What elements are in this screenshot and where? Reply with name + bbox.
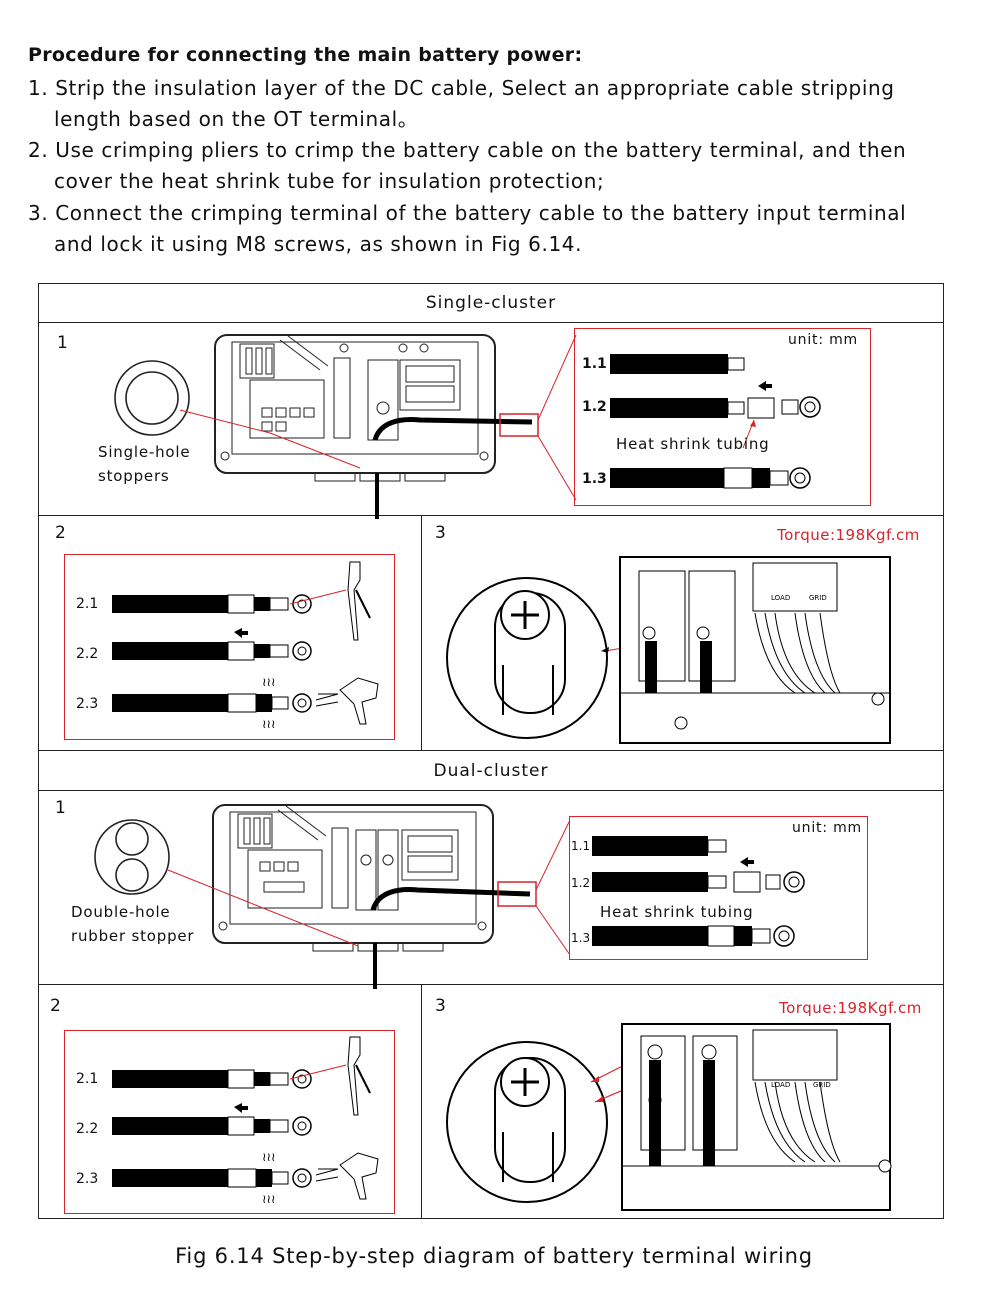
step-label: 2.3 bbox=[76, 696, 99, 712]
svg-text:LOAD: LOAD bbox=[771, 1081, 790, 1089]
step-3-line-2: and lock it using M8 screws, as shown in… bbox=[54, 232, 583, 256]
unit-label: unit: mm bbox=[792, 820, 862, 836]
svg-text:GRID: GRID bbox=[813, 1081, 831, 1089]
step-label: 2.2 bbox=[76, 646, 99, 662]
step-2-line-2: cover the heat shrink tube for insulatio… bbox=[54, 169, 605, 193]
step-3: 3. Connect the crimping terminal of the … bbox=[28, 198, 906, 260]
figure-caption: Fig 6.14 Step-by-step diagram of battery… bbox=[175, 1244, 813, 1268]
figure-frame bbox=[38, 283, 944, 1219]
step-label: 1.3 bbox=[582, 471, 607, 487]
step-label: 1.3 bbox=[571, 931, 591, 945]
procedure-heading: Procedure for connecting the main batter… bbox=[28, 44, 583, 66]
svg-text:≀≀≀: ≀≀≀ bbox=[262, 1150, 276, 1164]
divider bbox=[38, 750, 944, 751]
panel-number: 1 bbox=[57, 333, 68, 353]
panel-number: 2 bbox=[55, 523, 66, 543]
panel-number: 3 bbox=[435, 523, 446, 543]
svg-text:≀≀≀: ≀≀≀ bbox=[262, 675, 276, 689]
divider bbox=[38, 322, 944, 323]
step-2: 2. Use crimping pliers to crimp the batt… bbox=[28, 135, 906, 197]
heat-shrink-label: Heat shrink tubing bbox=[616, 435, 770, 453]
double-hole-stopper-icon bbox=[94, 819, 170, 895]
divider bbox=[421, 984, 422, 1219]
dual-cluster-title: Dual-cluster bbox=[433, 761, 549, 781]
step-label: 1.1 bbox=[582, 356, 607, 372]
divider bbox=[38, 515, 944, 516]
step-label: 1.2 bbox=[582, 399, 607, 415]
crimp-box bbox=[64, 554, 395, 740]
svg-text:LOAD: LOAD bbox=[771, 594, 790, 602]
terminal-closeup-drawing: LOAD GRID bbox=[446, 556, 891, 744]
stopper-label: Single-hole stoppers bbox=[98, 443, 191, 485]
cable-prep-box bbox=[569, 816, 868, 960]
svg-text:GRID: GRID bbox=[809, 594, 827, 602]
step-label: 2.1 bbox=[76, 1071, 99, 1087]
step-3-line-1: 3. Connect the crimping terminal of the … bbox=[28, 201, 907, 225]
stopper-label: Double-hole rubber stopper bbox=[71, 903, 195, 945]
panel-number: 1 bbox=[55, 798, 66, 818]
step-1-line-2: length based on the OT terminal。 bbox=[54, 107, 419, 131]
crimp-drawing: ≀≀≀ ≀≀≀ bbox=[112, 561, 379, 731]
step-label: 1.2 bbox=[571, 876, 591, 890]
step-label: 1.1 bbox=[571, 839, 591, 853]
inverter-drawing bbox=[167, 804, 571, 989]
svg-text:≀≀≀: ≀≀≀ bbox=[262, 717, 276, 731]
torque-label: Torque:198Kgf.cm bbox=[777, 526, 920, 544]
unit-label: unit: mm bbox=[788, 332, 858, 348]
panel-number: 3 bbox=[435, 996, 446, 1016]
step-label: 2.3 bbox=[76, 1171, 99, 1187]
single-hole-stopper-icon bbox=[114, 360, 190, 436]
step-1: 1. Strip the insulation layer of the DC … bbox=[28, 73, 895, 135]
svg-text:≀≀≀: ≀≀≀ bbox=[262, 1192, 276, 1206]
panel-number: 2 bbox=[50, 996, 61, 1016]
crimp-box bbox=[64, 1030, 395, 1214]
cable-prep-drawing bbox=[610, 354, 821, 489]
cable-prep-drawing bbox=[592, 836, 805, 947]
step-label: 2.1 bbox=[76, 596, 99, 612]
step-2-line-1: 2. Use crimping pliers to crimp the batt… bbox=[28, 138, 907, 162]
torque-label: Torque:198Kgf.cm bbox=[779, 999, 922, 1017]
inverter-drawing bbox=[179, 334, 577, 519]
crimp-drawing: ≀≀≀ ≀≀≀ bbox=[112, 1036, 379, 1206]
cable-prep-box bbox=[574, 328, 871, 506]
heat-shrink-label: Heat shrink tubing bbox=[600, 903, 754, 921]
divider bbox=[38, 984, 944, 985]
divider bbox=[421, 515, 422, 750]
single-cluster-title: Single-cluster bbox=[425, 293, 557, 313]
divider bbox=[38, 790, 944, 791]
step-1-line-1: 1. Strip the insulation layer of the DC … bbox=[28, 76, 895, 100]
step-label: 2.2 bbox=[76, 1121, 99, 1137]
terminal-closeup-drawing: LOAD GRID bbox=[446, 1023, 892, 1211]
